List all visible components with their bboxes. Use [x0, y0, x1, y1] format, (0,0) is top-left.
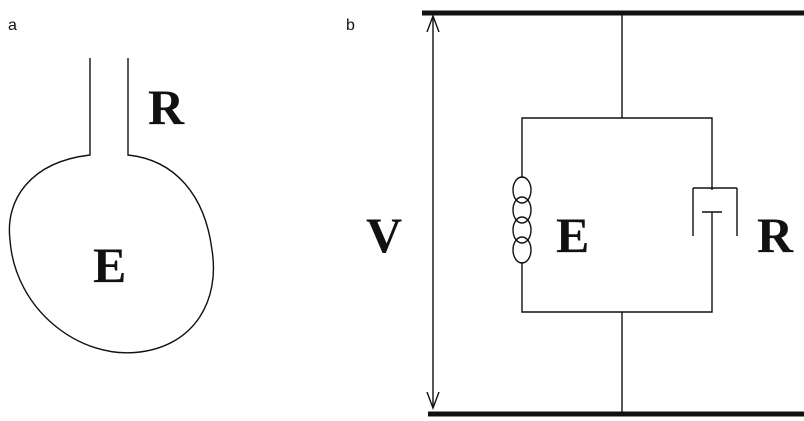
tube-label: R: [148, 79, 185, 135]
panel-b-label: b: [346, 17, 355, 34]
bulb-label: E: [93, 237, 126, 293]
spring-label: E: [556, 207, 589, 263]
voltage-label: V: [366, 207, 402, 263]
dashpot-icon: [692, 187, 738, 236]
circuit-wiring: [521, 13, 713, 414]
voltage-arrow: [426, 14, 440, 410]
panel-b: b V E: [346, 10, 804, 417]
dashpot-label: R: [757, 207, 794, 263]
spring-icon: [512, 176, 532, 264]
bulb-shape: [8, 58, 215, 354]
panel-a: a R E: [8, 17, 215, 354]
panel-a-label: a: [8, 17, 17, 34]
